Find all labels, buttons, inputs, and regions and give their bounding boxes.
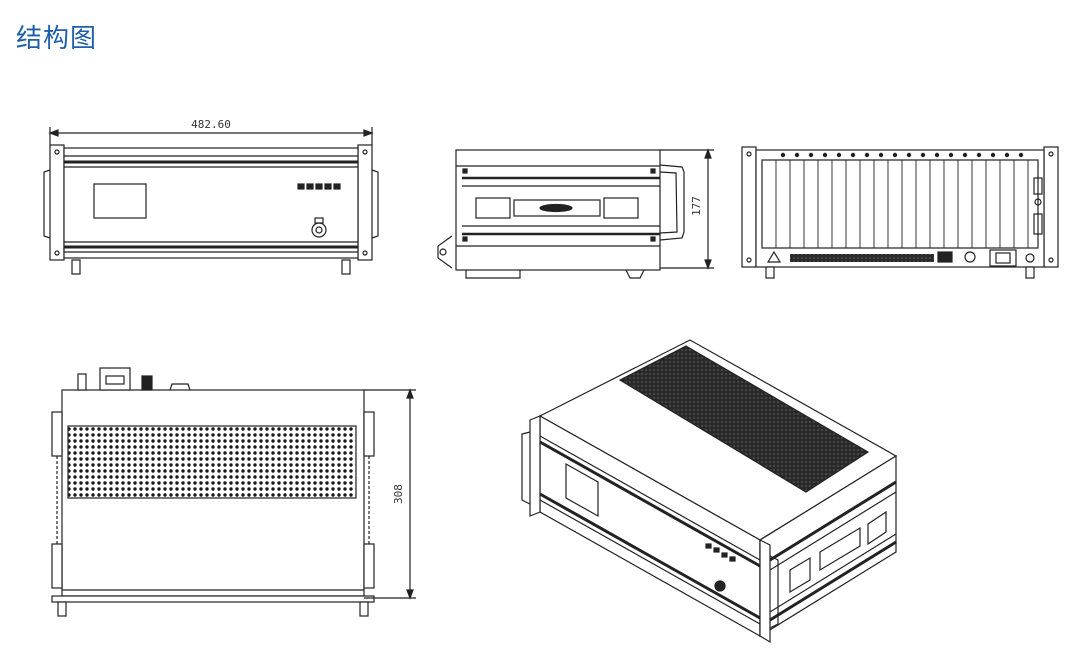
rear-power-inlet <box>989 249 1017 267</box>
front-buttons <box>297 183 341 190</box>
top-depth-label: 308 <box>392 484 405 504</box>
page-title: 结构图 <box>16 24 98 54</box>
iso-lcd-window <box>565 462 599 518</box>
isometric-view <box>521 339 898 644</box>
rear-card-slots <box>775 160 1029 248</box>
iso-top-vent <box>618 345 870 493</box>
side-view: 177 <box>437 148 714 279</box>
rear-vent-strip <box>790 254 934 262</box>
front-key-switch <box>311 222 327 238</box>
top-vent-grille <box>67 425 357 499</box>
front-width-label: 482.60 <box>191 118 231 131</box>
rear-view <box>741 146 1059 279</box>
front-view: 482.60 <box>43 118 379 275</box>
top-view: 308 <box>51 367 416 617</box>
side-height-label: 177 <box>690 196 703 216</box>
rear-power-switch <box>937 251 953 263</box>
front-lcd-window <box>93 183 147 219</box>
